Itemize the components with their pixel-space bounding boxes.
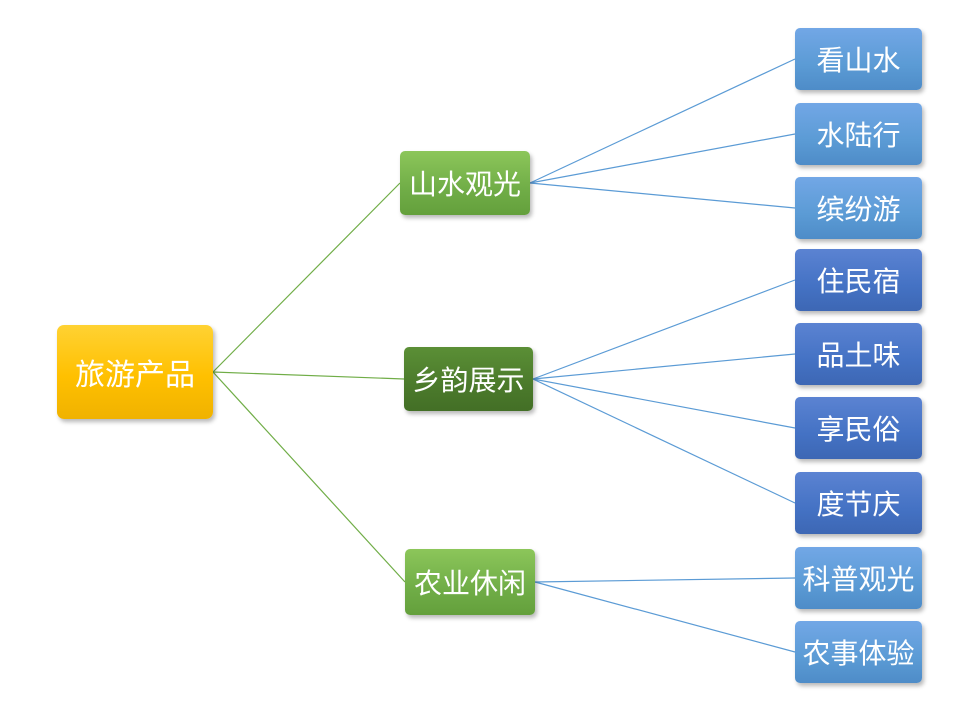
root-node-label: 旅游产品 [75, 358, 195, 393]
item-node-label: 住民宿 [816, 265, 901, 298]
item-node-label: 科普观光 [802, 563, 915, 596]
link-root-to-xiangyun [212, 371, 405, 380]
item-node: 度节庆 [795, 472, 922, 534]
category-node-nongye: 农业休闲 [405, 549, 535, 615]
link-shanshui-to-leaf3 [529, 182, 796, 209]
link-shanshui-to-leaf2 [529, 133, 796, 184]
root-node: 旅游产品 [57, 325, 213, 419]
item-node: 看山水 [795, 28, 922, 90]
category-node-label: 农业休闲 [413, 567, 526, 600]
item-node: 住民宿 [795, 249, 922, 311]
link-root-to-shanshui [212, 182, 401, 373]
item-node-label: 缤纷游 [816, 193, 901, 226]
link-xiangyun-to-leaf6 [532, 378, 796, 429]
item-node: 科普观光 [795, 547, 922, 609]
link-xiangyun-to-leaf5 [532, 353, 796, 380]
link-shanshui-to-leaf1 [529, 58, 796, 184]
item-node: 缤纷游 [795, 177, 922, 239]
item-node-label: 享民俗 [816, 413, 901, 446]
link-nongye-to-leaf9 [534, 581, 796, 653]
item-node-label: 水陆行 [816, 119, 901, 152]
link-xiangyun-to-leaf4 [532, 279, 796, 380]
item-node-label: 农事体验 [802, 637, 915, 670]
item-node: 享民俗 [795, 397, 922, 459]
item-node-label: 品土味 [816, 339, 901, 372]
item-node-label: 看山水 [816, 44, 901, 77]
item-node: 水陆行 [795, 103, 922, 165]
item-node: 农事体验 [795, 621, 922, 683]
category-node-shanshui: 山水观光 [400, 151, 530, 215]
category-node-label: 乡韵展示 [412, 364, 525, 397]
category-node-xiangyun: 乡韵展示 [404, 347, 533, 411]
link-nongye-to-leaf8 [534, 577, 796, 583]
category-node-label: 山水观光 [408, 168, 521, 201]
item-node: 品土味 [795, 323, 922, 385]
link-root-to-nongye [212, 371, 406, 583]
link-xiangyun-to-leaf7 [532, 378, 796, 504]
item-node-label: 度节庆 [816, 488, 901, 521]
